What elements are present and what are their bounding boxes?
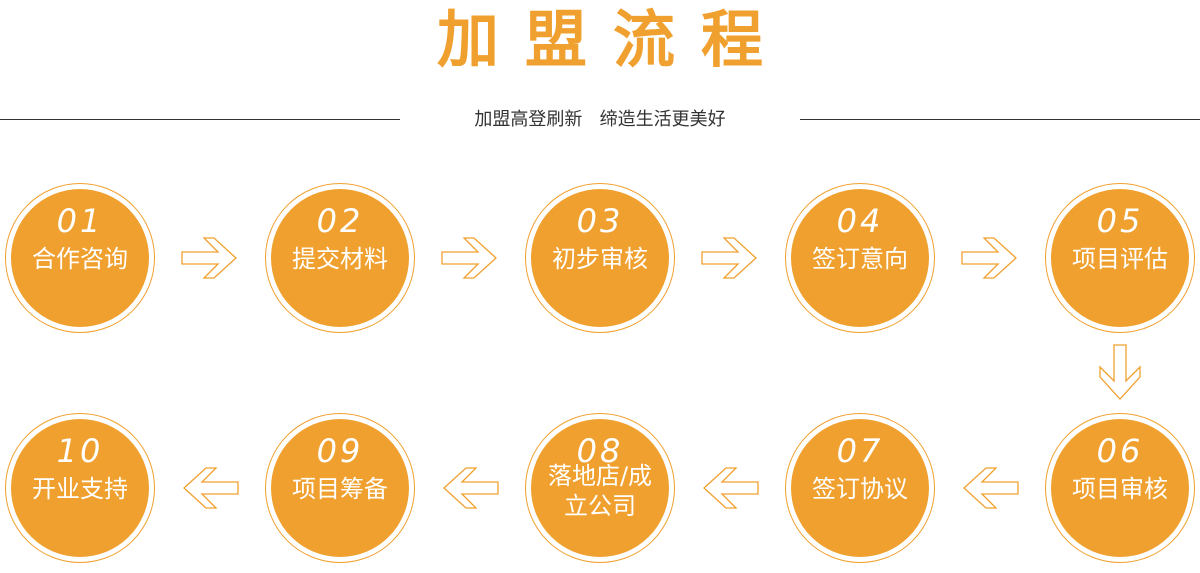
step-03: 03 初步审核 bbox=[525, 183, 675, 333]
step-circle: 01 合作咨询 bbox=[11, 189, 149, 327]
step-number: 07 bbox=[836, 432, 884, 470]
step-01: 01 合作咨询 bbox=[5, 183, 155, 333]
arrow-left-icon bbox=[703, 467, 759, 509]
divider-left bbox=[0, 119, 400, 120]
step-number: 09 bbox=[316, 432, 364, 470]
step-circle: 06 项目审核 bbox=[1051, 419, 1189, 557]
arrow-left-icon bbox=[963, 467, 1019, 509]
step-circle: 03 初步审核 bbox=[531, 189, 669, 327]
divider-right bbox=[800, 119, 1200, 120]
step-label: 提交材料 bbox=[292, 245, 388, 273]
step-label: 签订协议 bbox=[812, 475, 908, 503]
arrow-left-icon bbox=[183, 467, 239, 509]
step-number: 03 bbox=[576, 202, 624, 240]
step-circle: 09 项目筹备 bbox=[271, 419, 409, 557]
step-10: 10 开业支持 bbox=[5, 413, 155, 563]
step-07: 07 签订协议 bbox=[785, 413, 935, 563]
step-number: 05 bbox=[1096, 202, 1144, 240]
arrow-right-icon bbox=[701, 237, 757, 279]
step-label: 签订意向 bbox=[812, 245, 908, 273]
step-circle: 04 签订意向 bbox=[791, 189, 929, 327]
step-04: 04 签订意向 bbox=[785, 183, 935, 333]
arrow-right-icon bbox=[961, 237, 1017, 279]
step-circle: 02 提交材料 bbox=[271, 189, 409, 327]
step-05: 05 项目评估 bbox=[1045, 183, 1195, 333]
step-label: 开业支持 bbox=[32, 475, 128, 503]
step-09: 09 项目筹备 bbox=[265, 413, 415, 563]
step-label: 项目审核 bbox=[1072, 475, 1168, 503]
step-label: 落地店/成立公司 bbox=[547, 462, 653, 520]
step-circle: 05 项目评估 bbox=[1051, 189, 1189, 327]
arrow-down-icon bbox=[1099, 344, 1141, 400]
arrow-right-icon bbox=[181, 237, 237, 279]
step-02: 02 提交材料 bbox=[265, 183, 415, 333]
step-number: 08 bbox=[576, 432, 624, 470]
subtitle: 加盟高登刷新 缔造生活更美好 bbox=[474, 109, 726, 130]
step-label: 初步审核 bbox=[552, 245, 648, 273]
step-06: 06 项目审核 bbox=[1045, 413, 1195, 563]
step-number: 02 bbox=[316, 202, 364, 240]
step-number: 06 bbox=[1096, 432, 1144, 470]
step-circle: 10 开业支持 bbox=[11, 419, 149, 557]
step-label: 合作咨询 bbox=[32, 245, 128, 273]
page-title: 加盟流程 bbox=[436, 3, 789, 76]
step-number: 10 bbox=[56, 432, 104, 470]
arrow-right-icon bbox=[441, 237, 497, 279]
step-number: 01 bbox=[56, 202, 104, 240]
step-label: 项目筹备 bbox=[292, 475, 388, 503]
step-circle: 07 签订协议 bbox=[791, 419, 929, 557]
arrow-left-icon bbox=[443, 467, 499, 509]
step-label: 项目评估 bbox=[1072, 245, 1168, 273]
step-number: 04 bbox=[836, 202, 884, 240]
